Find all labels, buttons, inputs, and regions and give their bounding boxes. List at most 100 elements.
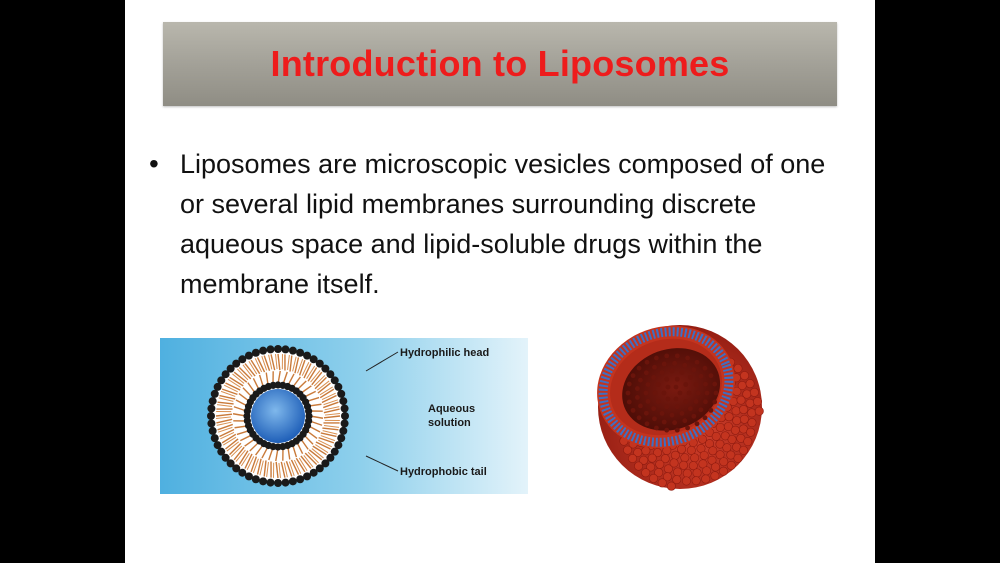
cavity-bead <box>679 370 685 375</box>
lipid-tail <box>307 367 318 382</box>
lipid-head <box>326 453 335 462</box>
label-hydrophilic-head: Hydrophilic head <box>400 347 489 359</box>
lipid-tail <box>252 458 259 474</box>
cavity-bead <box>652 416 657 422</box>
cavity-bead <box>669 412 675 418</box>
cavity-bead <box>638 377 643 383</box>
lipid-tail <box>235 449 246 462</box>
lipid-tail <box>266 461 269 478</box>
surface-bead <box>698 459 708 469</box>
surface-bead <box>633 448 643 458</box>
head-pointer-line <box>365 351 399 372</box>
lipid-tail <box>229 376 244 387</box>
lipid-tail <box>300 455 312 469</box>
cavity-bead <box>685 425 691 431</box>
cavity-bead <box>673 384 679 390</box>
lipid-tail <box>319 388 335 399</box>
lipid-tail <box>216 404 233 407</box>
lipid-tail <box>293 459 302 474</box>
surface-bead <box>754 406 764 416</box>
lipid-tail <box>298 457 308 472</box>
lipid-tail <box>220 431 235 440</box>
cavity-bead <box>664 376 670 382</box>
cavity-bead <box>652 364 657 370</box>
lipid-bilayer <box>207 345 349 487</box>
lipid-head <box>232 359 241 368</box>
lipid-tail <box>261 355 268 371</box>
lipid-tail <box>317 382 331 394</box>
lipid-tail <box>256 458 262 475</box>
lipid-head <box>281 478 290 487</box>
cavity-bead <box>694 359 700 365</box>
lipid-head <box>296 475 305 484</box>
cavity-bead <box>665 384 671 390</box>
surface-bead <box>740 371 750 381</box>
lipid-tail <box>322 430 338 435</box>
bullet-text: Liposomes are microscopic vesicles compo… <box>180 149 826 299</box>
lipid-tail <box>244 453 253 469</box>
surface-bead <box>711 462 721 472</box>
lipid-tail <box>237 368 249 381</box>
surface-bead <box>686 445 696 455</box>
surface-bead <box>670 450 680 460</box>
lipid-head <box>337 389 346 398</box>
cavity-bead <box>643 370 649 376</box>
lipid-head <box>309 468 318 477</box>
surface-bead <box>660 454 670 464</box>
cavity-bead <box>636 415 642 421</box>
lipid-tail <box>316 380 330 391</box>
surface-bead <box>745 398 755 408</box>
cavity-bead <box>694 421 700 427</box>
cavity-bead <box>651 406 657 412</box>
cavity-bead <box>687 406 693 412</box>
surface-bead <box>655 459 665 469</box>
lipid-tail <box>314 376 327 390</box>
surface-bead <box>723 422 733 432</box>
lipid-tail <box>322 427 339 431</box>
lipid-head <box>315 359 324 368</box>
surface-bead <box>649 473 659 483</box>
lipid-tail <box>240 453 250 467</box>
lipid-head <box>281 345 290 354</box>
surface-bead <box>749 387 759 397</box>
cavity-bead <box>703 399 708 405</box>
lipid-tail <box>288 461 295 477</box>
cavity-bead <box>698 373 704 379</box>
cavity-bead <box>691 413 697 419</box>
lipid-tail <box>225 382 241 391</box>
lipid-tail <box>268 354 273 370</box>
cavity-bead <box>661 361 667 367</box>
lipid-head <box>238 355 247 364</box>
lipid-tail <box>216 418 233 424</box>
lipid-tail <box>306 365 316 379</box>
lipid-tail <box>297 358 304 374</box>
lipid-tail <box>323 399 339 406</box>
cavity-bead <box>679 411 685 416</box>
lipid-tail <box>229 442 242 456</box>
cavity-bead <box>674 427 680 433</box>
lipid-tail <box>230 445 243 457</box>
lipid-tail <box>324 406 340 411</box>
surface-bead <box>743 437 753 447</box>
cavity-bead <box>687 374 693 380</box>
surface-bead <box>628 453 638 463</box>
surface-bead <box>722 443 732 453</box>
surface-bead <box>732 416 742 426</box>
lipid-tail <box>238 367 252 380</box>
lipid-tail <box>294 357 300 374</box>
lipid-head <box>321 364 330 373</box>
cavity-bead <box>630 373 636 379</box>
cavity-bead <box>626 381 632 387</box>
lipid-tail <box>303 363 312 379</box>
lipid-tail <box>298 359 306 376</box>
cavity-bead <box>712 381 718 387</box>
lipid-head <box>339 426 348 435</box>
surface-bead <box>731 406 741 416</box>
cavity-bead <box>703 381 708 387</box>
cavity-bead <box>645 382 651 387</box>
surface-bead <box>730 425 740 435</box>
lipid-tail <box>323 408 340 414</box>
lipid-head <box>221 370 230 379</box>
surface-bead <box>710 471 720 481</box>
cavity-bead <box>655 399 661 404</box>
